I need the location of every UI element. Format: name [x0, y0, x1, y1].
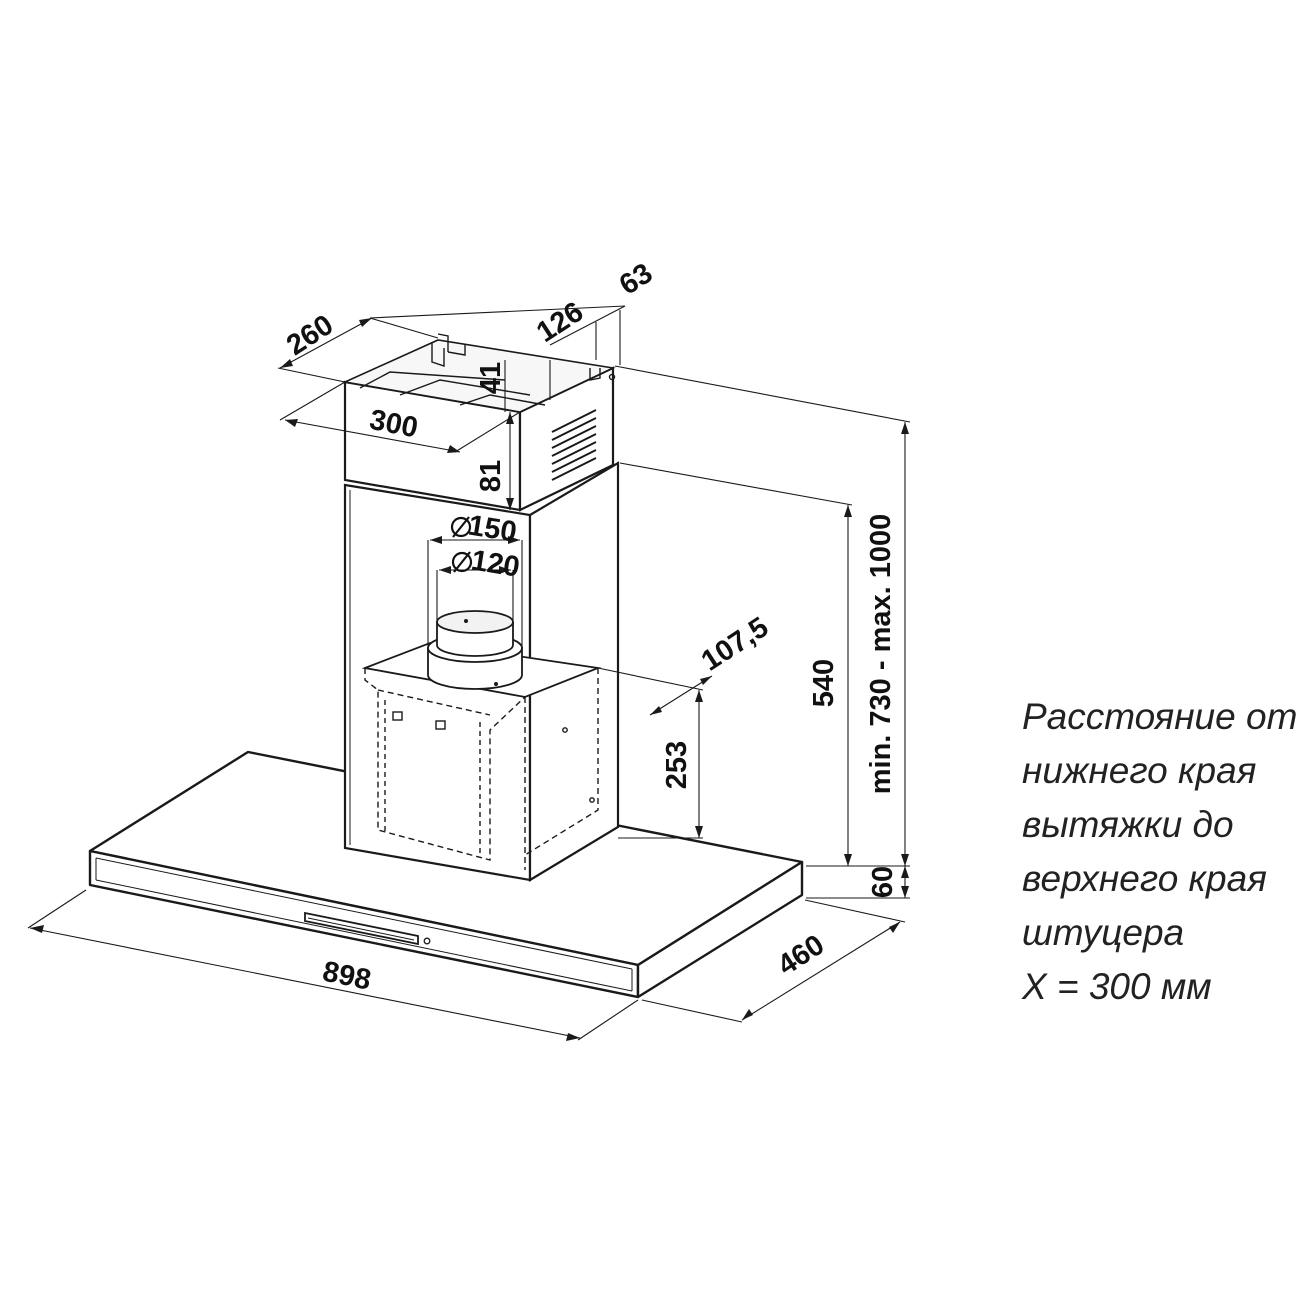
outlet-collar — [427, 610, 523, 690]
dim-460: 460 — [772, 929, 830, 982]
dim-126: 126 — [531, 296, 589, 349]
dimension-arrowheads — [30, 318, 909, 1041]
note-line-1: Расстояние от — [1022, 696, 1298, 737]
dim-diameter-120: 120 — [469, 545, 522, 584]
dim-height-range: min. 730 - max. 1000 — [865, 514, 897, 795]
dim-diameter-150: 150 — [466, 510, 519, 549]
dim-253: 253 — [661, 741, 693, 789]
note-line-5: штуцера — [1022, 912, 1185, 953]
mounting-bracket — [359, 333, 616, 406]
dim-898: 898 — [320, 956, 374, 997]
installation-note: Расстояние от нижнего края вытяжки до ве… — [1022, 690, 1298, 1014]
diameter-symbol-icon — [450, 516, 473, 573]
control-panel — [304, 911, 431, 946]
dim-63: 63 — [614, 257, 658, 301]
dim-81: 81 — [475, 460, 507, 492]
note-line-2: нижнего края — [1022, 750, 1257, 791]
indicator-light-icon — [423, 937, 431, 945]
dim-60: 60 — [867, 866, 899, 898]
note-line-3: вытяжки до — [1022, 804, 1234, 845]
dim-41: 41 — [475, 362, 507, 394]
note-line-6: X = 300 мм — [1022, 966, 1212, 1007]
dim-107-5: 107,5 — [696, 611, 774, 677]
vent-slots — [551, 409, 597, 481]
dim-540: 540 — [808, 659, 840, 707]
dimension-lines — [27, 305, 911, 1041]
chimney-upper — [342, 339, 616, 512]
dim-260: 260 — [281, 309, 339, 362]
note-line-4: верхнего края — [1022, 858, 1267, 899]
